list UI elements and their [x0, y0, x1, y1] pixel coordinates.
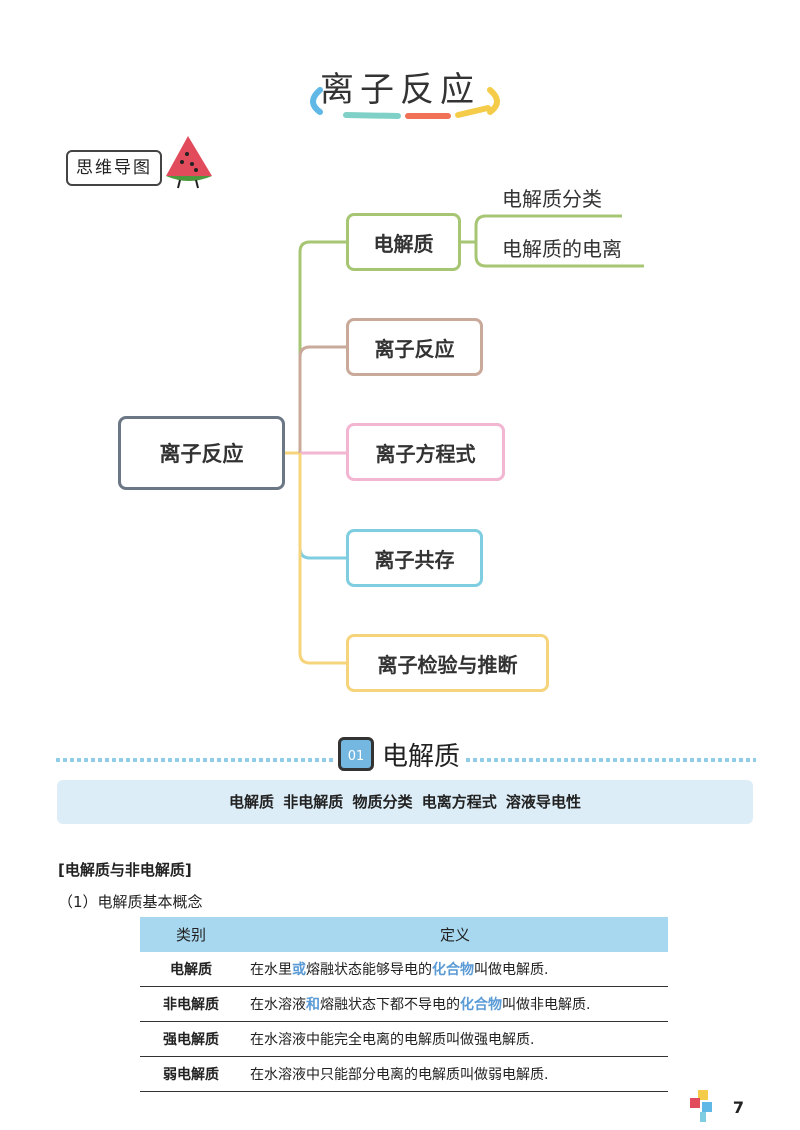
sub-item-classification: 电解质分类 — [502, 187, 602, 211]
def-text: 在水溶液 — [250, 997, 306, 1013]
row-category: 弱电解质 — [140, 1056, 242, 1092]
mindmap-label: 思维导图 — [66, 150, 162, 186]
keywords-bar: 电解质 非电解质 物质分类 电离方程式 溶液导电性 — [57, 780, 753, 824]
table-row: 电解质 在水里或熔融状态能够导电的化合物叫做电解质. — [140, 952, 668, 987]
content-heading: [电解质与非电解质] — [58, 861, 192, 879]
def-text: 叫做非电解质. — [502, 997, 591, 1013]
section-dotted-line — [56, 758, 756, 762]
header-definition: 定义 — [242, 917, 668, 952]
branch-ionic-equation: 离子方程式 — [346, 423, 505, 481]
mindmap-root: 离子反应 — [118, 416, 285, 490]
branch-electrolyte: 电解质 — [346, 213, 461, 271]
table-row: 强电解质 在水溶液中能完全电离的电解质叫做强电解质. — [140, 1021, 668, 1057]
table-row: 非电解质 在水溶液和熔融状态下都不导电的化合物叫做非电解质. — [140, 986, 668, 1022]
def-highlight: 和 — [306, 997, 320, 1013]
sub-item-ionization: 电解质的电离 — [502, 237, 622, 261]
header-category: 类别 — [140, 917, 242, 952]
def-text: 熔融状态能够导电的 — [306, 962, 432, 978]
branch-ion-coexistence: 离子共存 — [346, 529, 483, 587]
watermelon-icon — [166, 136, 212, 189]
table-row: 弱电解质 在水溶液中只能部分电离的电解质叫做弱电解质. — [140, 1056, 668, 1092]
branch-ion-detection: 离子检验与推断 — [346, 634, 549, 692]
section-number-badge: 01 — [338, 737, 374, 771]
title-decoration — [310, 87, 500, 119]
def-text: 叫做电解质. — [474, 962, 549, 978]
def-text: 熔融状态下都不导电的 — [320, 997, 460, 1013]
page-title: 离子反应 — [320, 70, 480, 110]
row-definition: 在水里或熔融状态能够导电的化合物叫做电解质. — [242, 952, 668, 987]
definition-table: 类别 定义 电解质 在水里或熔融状态能够导电的化合物叫做电解质. 非电解质 在水… — [140, 917, 668, 1092]
def-text: 在水里 — [250, 962, 292, 978]
section-title: 电解质 — [382, 742, 461, 772]
publisher-logo-icon — [690, 1090, 712, 1122]
mindmap-connectors — [284, 214, 644, 665]
row-category: 非电解质 — [140, 986, 242, 1022]
row-definition: 在水溶液和熔融状态下都不导电的化合物叫做非电解质. — [242, 986, 668, 1022]
def-highlight: 化合物 — [460, 997, 502, 1013]
branch-ionic-reaction: 离子反应 — [346, 318, 483, 376]
page-number: 7 — [732, 1098, 744, 1117]
row-definition: 在水溶液中能完全电离的电解质叫做强电解质. — [242, 1021, 668, 1057]
def-highlight: 化合物 — [432, 962, 474, 978]
row-category: 强电解质 — [140, 1021, 242, 1057]
table-header-row: 类别 定义 — [140, 917, 668, 952]
row-category: 电解质 — [140, 952, 242, 987]
content-subheading: （1）电解质基本概念 — [58, 893, 203, 911]
def-highlight: 或 — [292, 962, 306, 978]
row-definition: 在水溶液中只能部分电离的电解质叫做弱电解质. — [242, 1056, 668, 1092]
